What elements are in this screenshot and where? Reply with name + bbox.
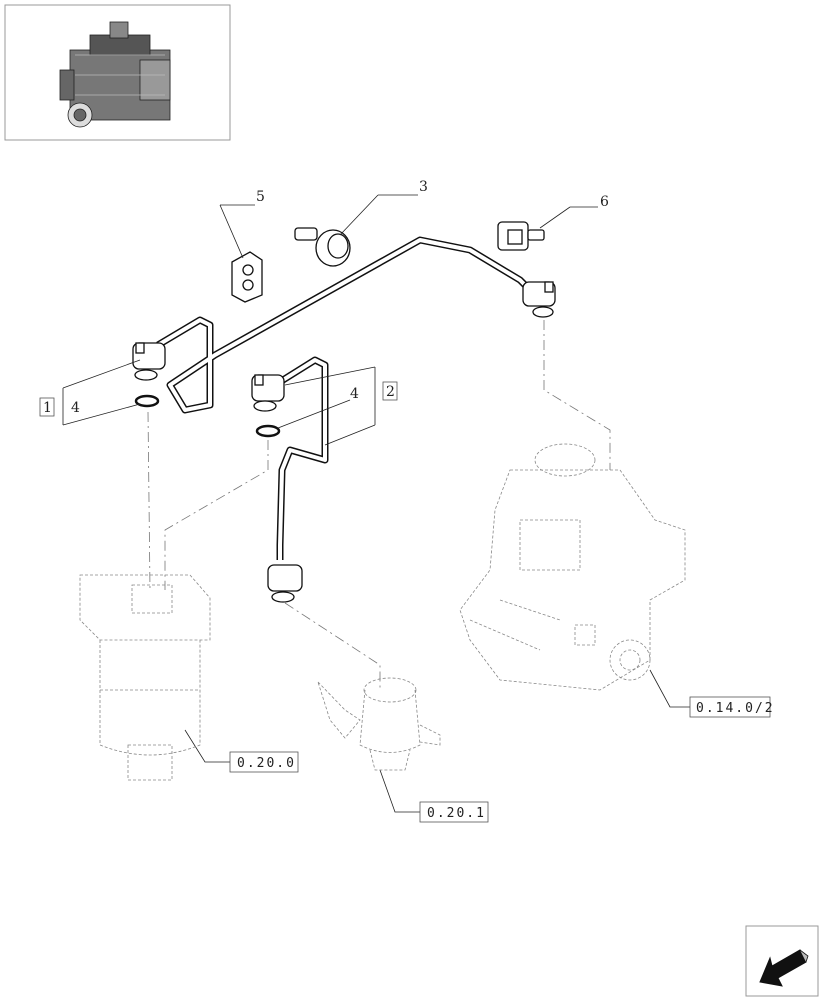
callout-1: 1 [43, 400, 52, 416]
fuel-pipe[interactable] [156, 236, 533, 560]
arrow-icon [759, 949, 809, 987]
ref-injection-pump[interactable]: 0.14.0/2 [689, 696, 775, 718]
ref-feed-pump[interactable]: 0.20.1 [419, 801, 489, 823]
engine-thumbnail[interactable] [4, 4, 231, 141]
svg-text:0.20.0: 0.20.0 [237, 756, 296, 771]
sealing-washer-middle[interactable] [255, 424, 281, 438]
banjo-fitting-bottom[interactable] [267, 564, 303, 603]
engine-icon [59, 21, 171, 128]
sealing-washer-left[interactable] [134, 394, 160, 408]
banjo-fitting-left[interactable] [132, 342, 166, 381]
svg-text:0.14.0/2: 0.14.0/2 [696, 701, 775, 716]
ref-fuel-filter[interactable]: 0.20.0 [229, 751, 299, 773]
feed-pump-ghost [317, 677, 441, 771]
navigation-button[interactable] [745, 925, 819, 997]
callout-4-right: 4 [350, 386, 359, 402]
pipe-clip[interactable] [231, 251, 263, 303]
banjo-fitting-right[interactable] [522, 281, 556, 318]
callout-3: 3 [419, 179, 428, 195]
callout-5: 5 [256, 189, 265, 205]
callout-4-left: 4 [71, 400, 80, 416]
reference-lines [147, 320, 611, 690]
injection-pump-ghost [459, 443, 686, 691]
banjo-fitting-middle[interactable] [251, 374, 285, 412]
svg-text:0.20.1: 0.20.1 [427, 806, 486, 821]
banjo-bolt-valve[interactable] [497, 221, 545, 251]
fuel-filter-ghost [79, 574, 211, 781]
callout-2: 2 [386, 384, 395, 400]
callout-labels: 5 3 6 4 4 1 2 [39, 179, 609, 417]
callout-6: 6 [600, 194, 609, 210]
banjo-bolt[interactable] [294, 227, 351, 267]
callout-leaders [62, 194, 690, 813]
